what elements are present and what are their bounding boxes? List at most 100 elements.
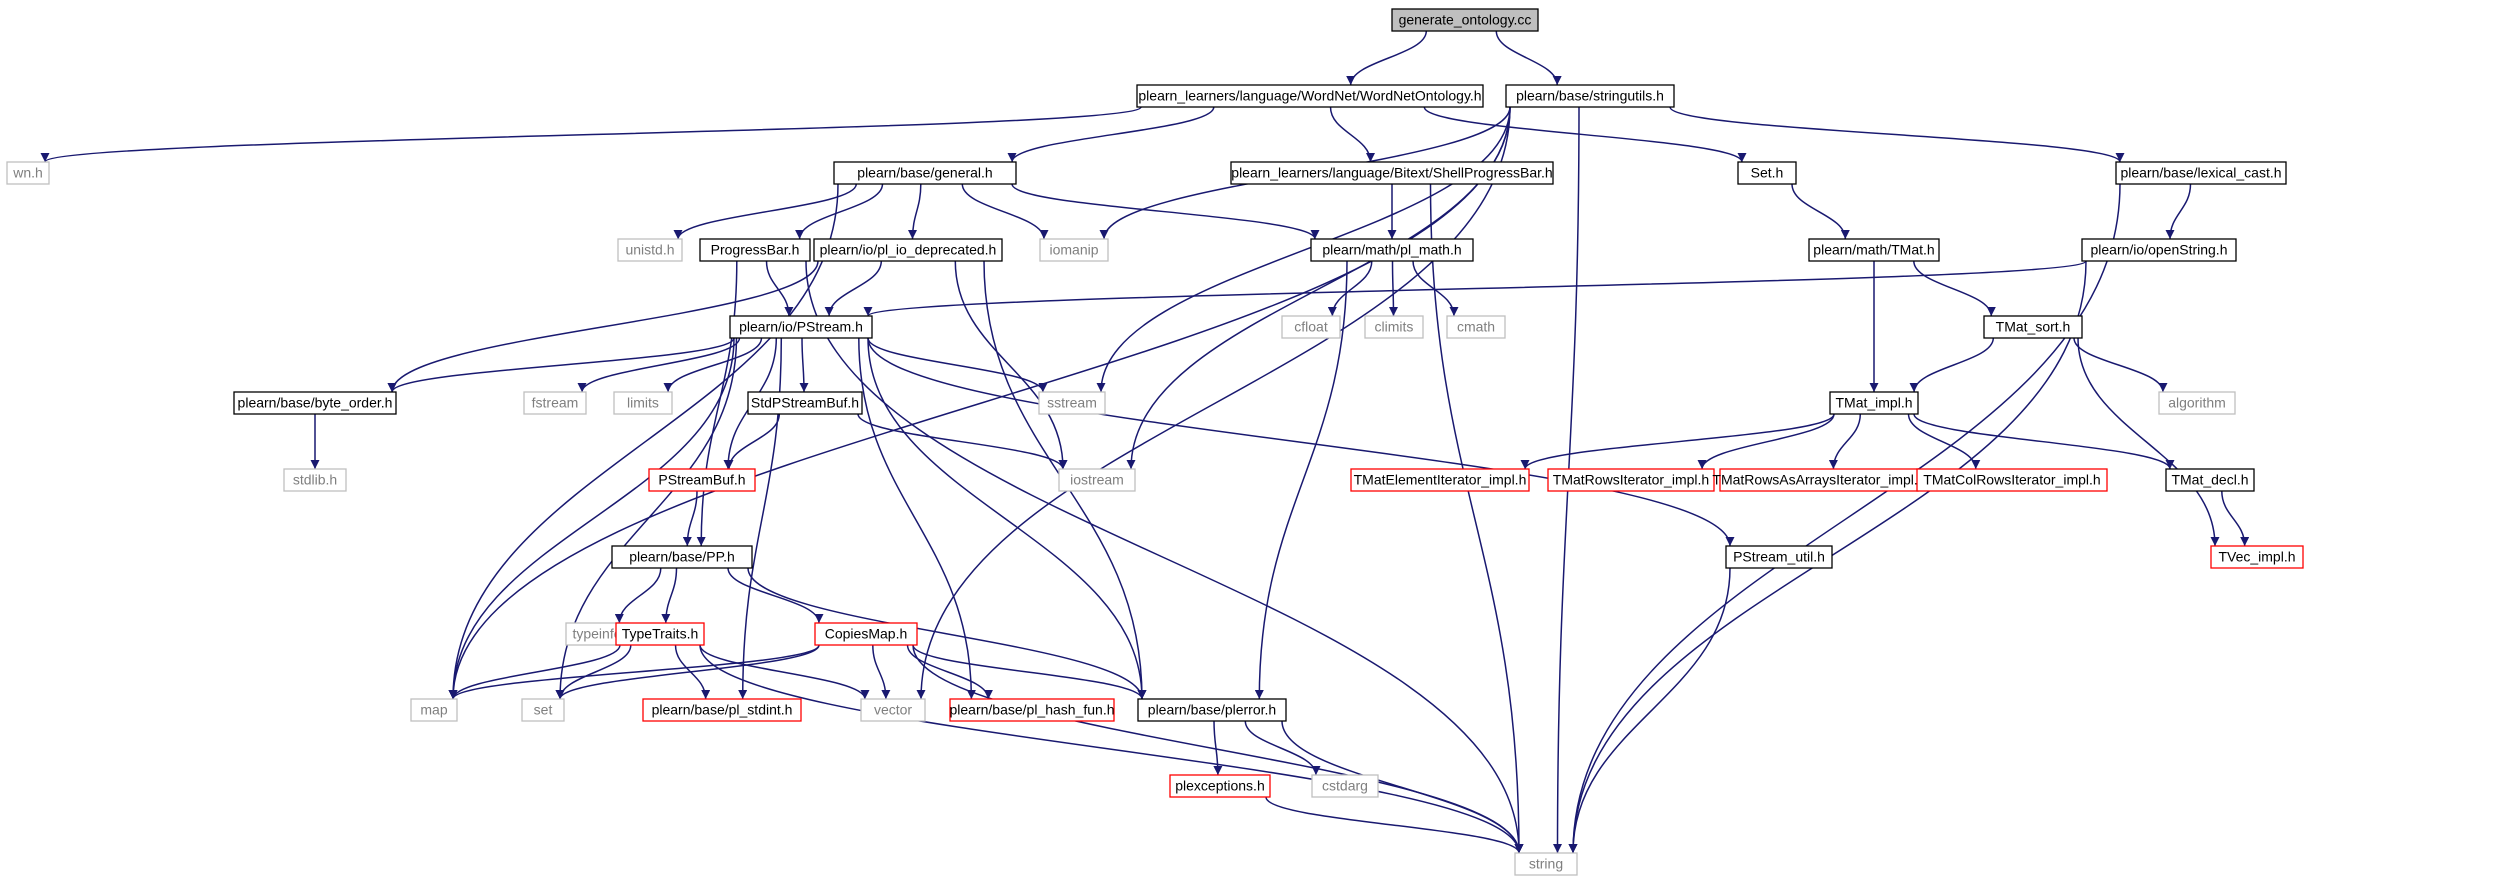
edge-plmath-to-climits [1388, 260, 1398, 317]
node-box [617, 238, 683, 262]
node-plearn-learners-language-bitext-shellprogressbar-h[interactable]: plearn_learners/language/Bitext/ShellPro… [1230, 161, 1554, 185]
edge-plmath-to-cmath [1412, 260, 1459, 317]
node-box [521, 698, 565, 722]
edge-tmatimpl-to-tmeli [1520, 413, 1835, 470]
node-cstdarg: cstdarg [1311, 774, 1379, 798]
node-label: plearn/base/PP.h [629, 549, 735, 565]
node-label: PStream_util.h [1733, 549, 1825, 565]
node-plearn-base-pl-stdint-h[interactable]: plearn/base/pl_stdint.h [642, 698, 802, 722]
node-generate-ontology-cc[interactable]: generate_ontology.cc [1391, 8, 1539, 32]
node-plearn-base-byte-order-h[interactable]: plearn/base/byte_order.h [233, 391, 397, 415]
edge-wordnet-to-wnh [40, 106, 1142, 163]
node-plearn-learners-language-wordnet-wordnetontology-h[interactable]: plearn_learners/language/WordNet/WordNet… [1136, 84, 1484, 108]
node-box [1446, 315, 1506, 339]
edge-plerror-to-plexceptions [1213, 720, 1223, 776]
node-box [1350, 468, 1530, 492]
node-box [1230, 161, 1554, 185]
node-label: climits [1375, 319, 1414, 335]
node-pstream-util-h[interactable]: PStream_util.h [1725, 545, 1833, 569]
node-plearn-base-stringutils-h[interactable]: plearn/base/stringutils.h [1505, 84, 1675, 108]
node-label: TMatColRowsIterator_impl.h [1923, 472, 2100, 488]
node-box [860, 698, 926, 722]
edge-pstream-to-stdpsb [799, 337, 809, 393]
node-tmatelementiterator-impl-h[interactable]: TMatElementIterator_impl.h [1350, 468, 1530, 492]
edge-pstream-to-pstreamutil [867, 337, 1735, 547]
edge-pstream-to-plhashfun [858, 337, 976, 700]
node-stdpstreambuf-h[interactable]: StdPStreamBuf.h [747, 391, 863, 415]
node-plearn-base-plerror-h[interactable]: plearn/base/plerror.h [1137, 698, 1287, 722]
node-box [6, 161, 50, 185]
node-box [2210, 545, 2304, 569]
edge-pstream-to-limits [663, 337, 763, 393]
edge-typetraits-to-vector [699, 644, 870, 700]
node-label: map [420, 702, 447, 718]
node-plearn-base-general-h[interactable]: plearn/base/general.h [833, 161, 1017, 185]
edge-seth-to-tmat [1791, 183, 1850, 240]
node-copiesmap-h[interactable]: CopiesMap.h [814, 622, 918, 646]
node-tmatrowsasarraysiterator-impl-h[interactable]: TMatRowsAsArraysIterator_impl.h [1712, 468, 1926, 492]
node-box [1725, 545, 1833, 569]
node-limits: limits [613, 391, 673, 415]
node-tmat-sort-h[interactable]: TMat_sort.h [1983, 315, 2083, 339]
node-plearn-base-pl-hash-fun-h[interactable]: plearn/base/pl_hash_fun.h [949, 698, 1115, 722]
node-tmatrowsiterator-impl-h[interactable]: TMatRowsIterator_impl.h [1547, 468, 1715, 492]
node-label: PStreamBuf.h [658, 472, 745, 488]
node-box [813, 238, 1003, 262]
node-set-h[interactable]: Set.h [1737, 161, 1797, 185]
edge-plerror-to-string [1281, 720, 1524, 854]
edge-tmatimpl-to-tmcri [1907, 413, 1981, 470]
node-map: map [410, 698, 458, 722]
edge-shellprogress-to-string [1429, 183, 1524, 854]
edge-pstream-to-fstream [577, 337, 741, 393]
node-label: TVec_impl.h [2218, 549, 2295, 565]
edge-general-to-progressbar [795, 183, 884, 240]
edge-pstreambuf-to-pp [682, 490, 698, 547]
node-label: plearn/math/TMat.h [1813, 242, 1934, 258]
node-box [233, 391, 397, 415]
node-sstream: sstream [1038, 391, 1106, 415]
node-plexceptions-h[interactable]: plexceptions.h [1169, 774, 1271, 798]
node-typeinfo: typeinfo [565, 622, 629, 646]
node-box [1547, 468, 1715, 492]
node-tmat-decl-h[interactable]: TMat_decl.h [2165, 468, 2255, 492]
node-label: CopiesMap.h [825, 626, 908, 642]
edge-general-to-map [448, 183, 839, 700]
node-box [2165, 468, 2255, 492]
node-plearn-base-pp-h[interactable]: plearn/base/PP.h [611, 545, 753, 569]
node-label: stdlib.h [293, 472, 337, 488]
node-progressbar-h[interactable]: ProgressBar.h [699, 238, 811, 262]
edge-pp-to-typetraits [661, 567, 678, 624]
node-typetraits-h[interactable]: TypeTraits.h [615, 622, 705, 646]
edge-plmath-to-plerror [1254, 260, 1348, 700]
node-tvec-impl-h[interactable]: TVec_impl.h [2210, 545, 2304, 569]
node-label: vector [874, 702, 912, 718]
node-box [523, 391, 587, 415]
node-box [1137, 698, 1287, 722]
edge-copiesmap-to-plerror [912, 644, 1147, 700]
node-label: cstdarg [1322, 778, 1368, 794]
node-label: StdPStreamBuf.h [751, 395, 859, 411]
edge-typetraits-to-map [448, 644, 621, 700]
node-pstreambuf-h[interactable]: PStreamBuf.h [648, 468, 756, 492]
node-tmatcolrowsiterator-impl-h[interactable]: TMatColRowsIterator_impl.h [1916, 468, 2108, 492]
node-plearn-io-pstream-h[interactable]: plearn/io/PStream.h [729, 315, 873, 339]
edge-pliodep-to-iostream [954, 260, 1068, 470]
node-label: plearn/base/general.h [857, 165, 992, 181]
node-box [699, 238, 811, 262]
node-iostream: iostream [1058, 468, 1136, 492]
edge-tmat-to-tmatsort [1913, 260, 1996, 317]
node-plearn-io-openstring-h[interactable]: plearn/io/openString.h [2081, 238, 2237, 262]
edge-openstring-to-pstream [863, 260, 2087, 317]
node-plearn-math-pl-math-h[interactable]: plearn/math/pl_math.h [1310, 238, 1474, 262]
edge-stringutils-to-sstream [1096, 106, 1511, 393]
node-tmat-impl-h[interactable]: TMat_impl.h [1829, 391, 1919, 415]
node-plearn-base-lexical-cast-h[interactable]: plearn/base/lexical_cast.h [2115, 161, 2287, 185]
node-plearn-math-tmat-h[interactable]: plearn/math/TMat.h [1808, 238, 1940, 262]
edge-pstreamutil-to-string [1568, 567, 1731, 854]
node-box [1281, 315, 1341, 339]
edge-lexical-to-string [1568, 183, 2121, 854]
node-plearn-io-pl-io-deprecated-h[interactable]: plearn/io/pl_io_deprecated.h [813, 238, 1003, 262]
node-label: plearn/io/pl_io_deprecated.h [820, 242, 997, 258]
node-label: TMatElementIterator_impl.h [1354, 472, 1527, 488]
edge-pstream-to-map [448, 337, 735, 700]
